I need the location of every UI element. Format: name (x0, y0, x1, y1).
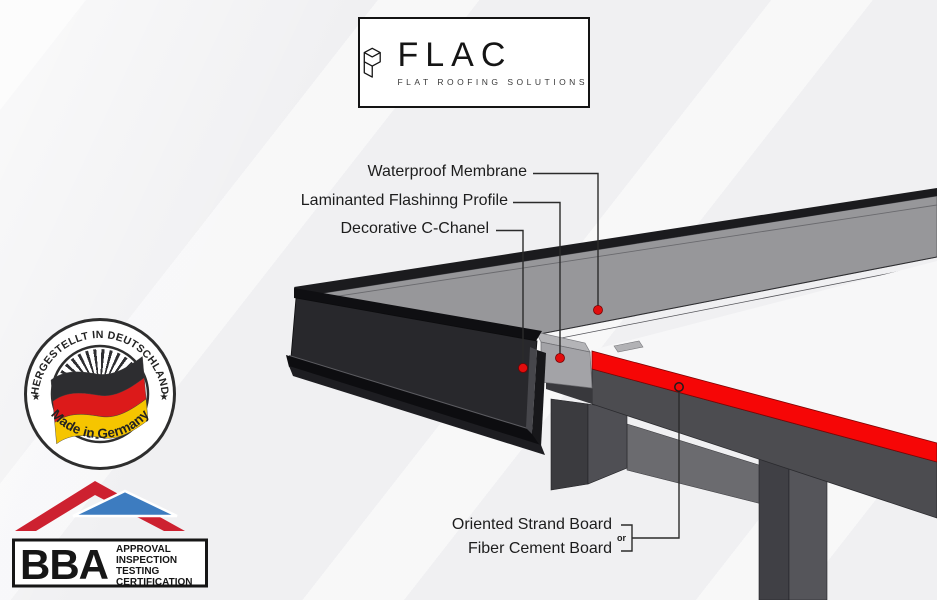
board-edge-red-band (591, 350, 937, 463)
callout-leader-lines (496, 172, 680, 552)
label-c-channel: Decorative C-Chanel (340, 220, 489, 237)
leader-flashing (513, 201, 561, 354)
germany-badge-overlay: HERGESTELLT IN DEUTSCHLAND Made in Germa… (29, 329, 170, 445)
german-flag-icon (50, 356, 149, 445)
svg-text:INSPECTION: INSPECTION (116, 555, 177, 566)
membrane-seam-line (305, 204, 937, 302)
bba-name: BBA (20, 541, 109, 588)
flac-logo: FLAC FLAT ROOFING SOLUTIONS (358, 17, 590, 108)
edge-trim-strip (294, 188, 937, 297)
post-front-face (788, 465, 828, 600)
logo-name: FLAC (397, 36, 513, 74)
bba-certification-badge: BBA APPROVAL INSPECTION TESTING CERTIFIC… (12, 478, 208, 590)
c-channel-bottom-flange (286, 355, 541, 446)
star-icon: ★ (32, 392, 41, 403)
label-osb: Oriented Strand Board (451, 516, 612, 533)
logo-tagline: FLAT ROOFING SOLUTIONS (397, 77, 588, 87)
leader-board (632, 391, 680, 539)
membrane-hem-line (545, 263, 937, 342)
label-or: or (617, 533, 626, 543)
post-side-face (758, 457, 790, 600)
label-fiber-cement: Fiber Cement Board (467, 540, 612, 557)
svg-text:APPROVAL: APPROVAL (116, 544, 171, 555)
bba-text-lines: APPROVAL INSPECTION TESTING CERTIFICATIO… (116, 544, 192, 588)
flashing-lip-strip (613, 340, 644, 353)
leader-channel (496, 229, 524, 363)
c-channel-end-lining (526, 347, 537, 434)
svg-text:CERTIFICATION: CERTIFICATION (116, 577, 192, 588)
leader-membrane (533, 172, 599, 306)
flac-box-icon (363, 47, 381, 78)
label-waterproof-membrane: Waterproof Membrane (367, 163, 527, 180)
bba-roof-icon (15, 481, 185, 531)
svg-text:TESTING: TESTING (116, 566, 160, 577)
joist-side-face (550, 398, 589, 491)
leader-board-bracket (621, 524, 633, 552)
membrane-edge-line (539, 256, 937, 335)
callout-dot-membrane (593, 305, 603, 315)
callout-dot-channel (518, 363, 528, 373)
c-channel-top-flange (294, 288, 542, 341)
made-in-germany-badge: HERGESTELLT IN DEUTSCHLAND Made in Germa… (22, 316, 178, 472)
c-channel-end-cap (532, 350, 546, 447)
callout-ring-board (674, 382, 684, 392)
bba-triangle-icon (72, 489, 178, 518)
c-channel-flange-underside (289, 366, 545, 455)
label-flashing-profile: Laminanted Flashinng Profile (300, 192, 508, 209)
star-icon: ★ (160, 392, 169, 403)
callout-dot-flashing (555, 353, 565, 363)
joist-front-face (587, 403, 628, 485)
bba-box (12, 538, 208, 588)
roof-deck-surface (588, 261, 937, 442)
